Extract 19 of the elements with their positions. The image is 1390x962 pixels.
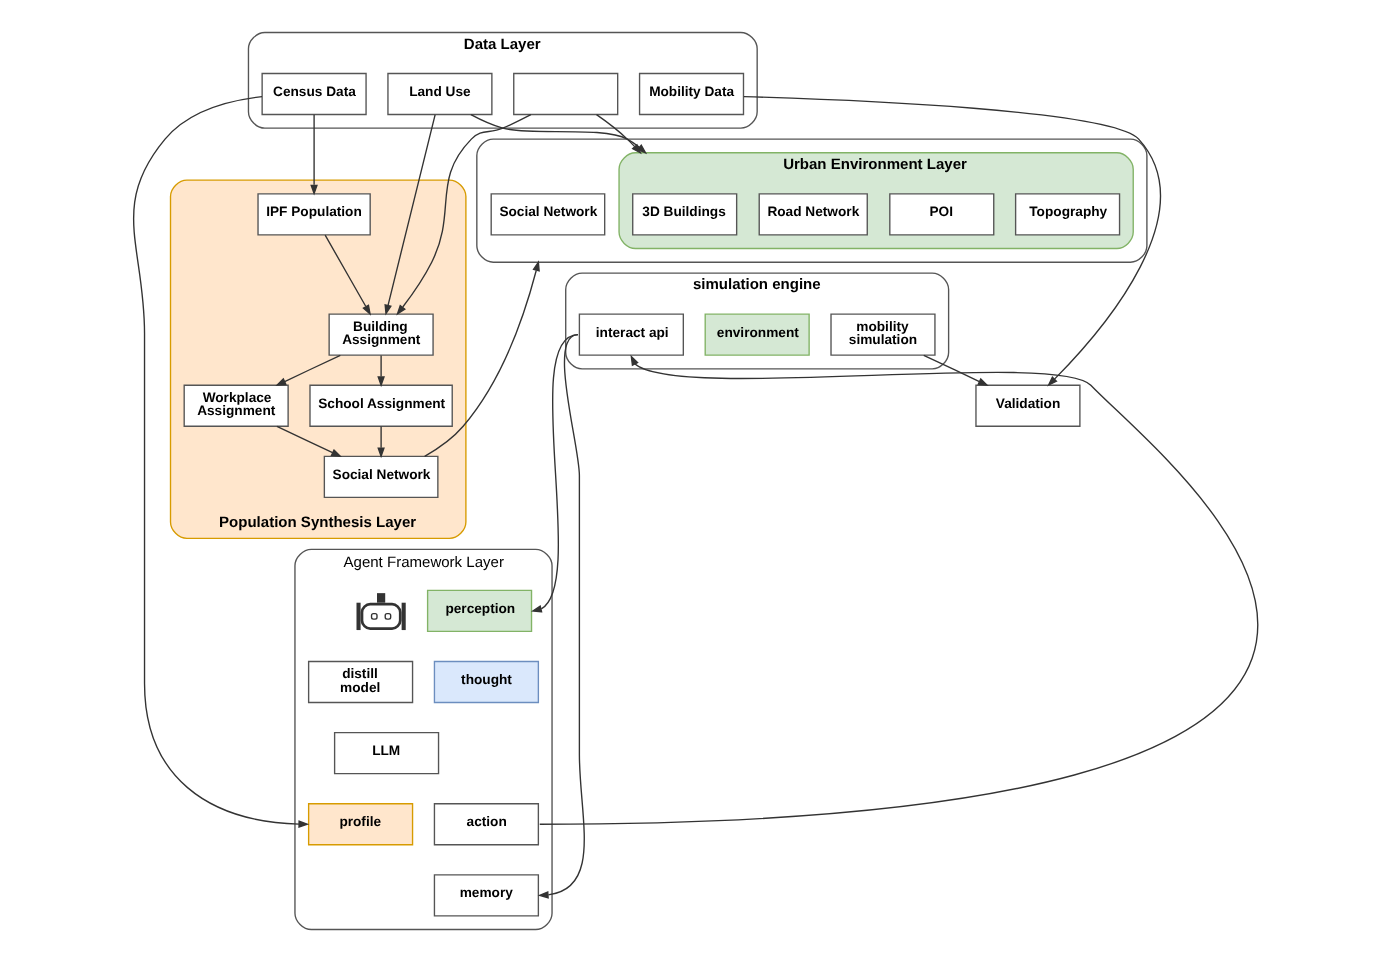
arrow	[536, 334, 584, 899]
arrow	[742, 95, 1160, 387]
arrow	[594, 113, 641, 155]
arrow	[395, 114, 531, 316]
arrow	[376, 425, 384, 459]
arrow	[469, 113, 647, 155]
node-box	[512, 72, 618, 116]
arrow	[538, 354, 1257, 825]
cluster	[475, 138, 1147, 263]
arrow	[529, 334, 578, 613]
arrow	[323, 234, 371, 316]
arrow	[422, 260, 539, 457]
arrow	[376, 354, 384, 388]
arrow	[309, 114, 317, 196]
arrow	[274, 354, 341, 386]
arrow	[275, 425, 342, 458]
arrow	[922, 354, 988, 386]
arrow	[383, 114, 435, 316]
arrow	[132, 95, 309, 828]
